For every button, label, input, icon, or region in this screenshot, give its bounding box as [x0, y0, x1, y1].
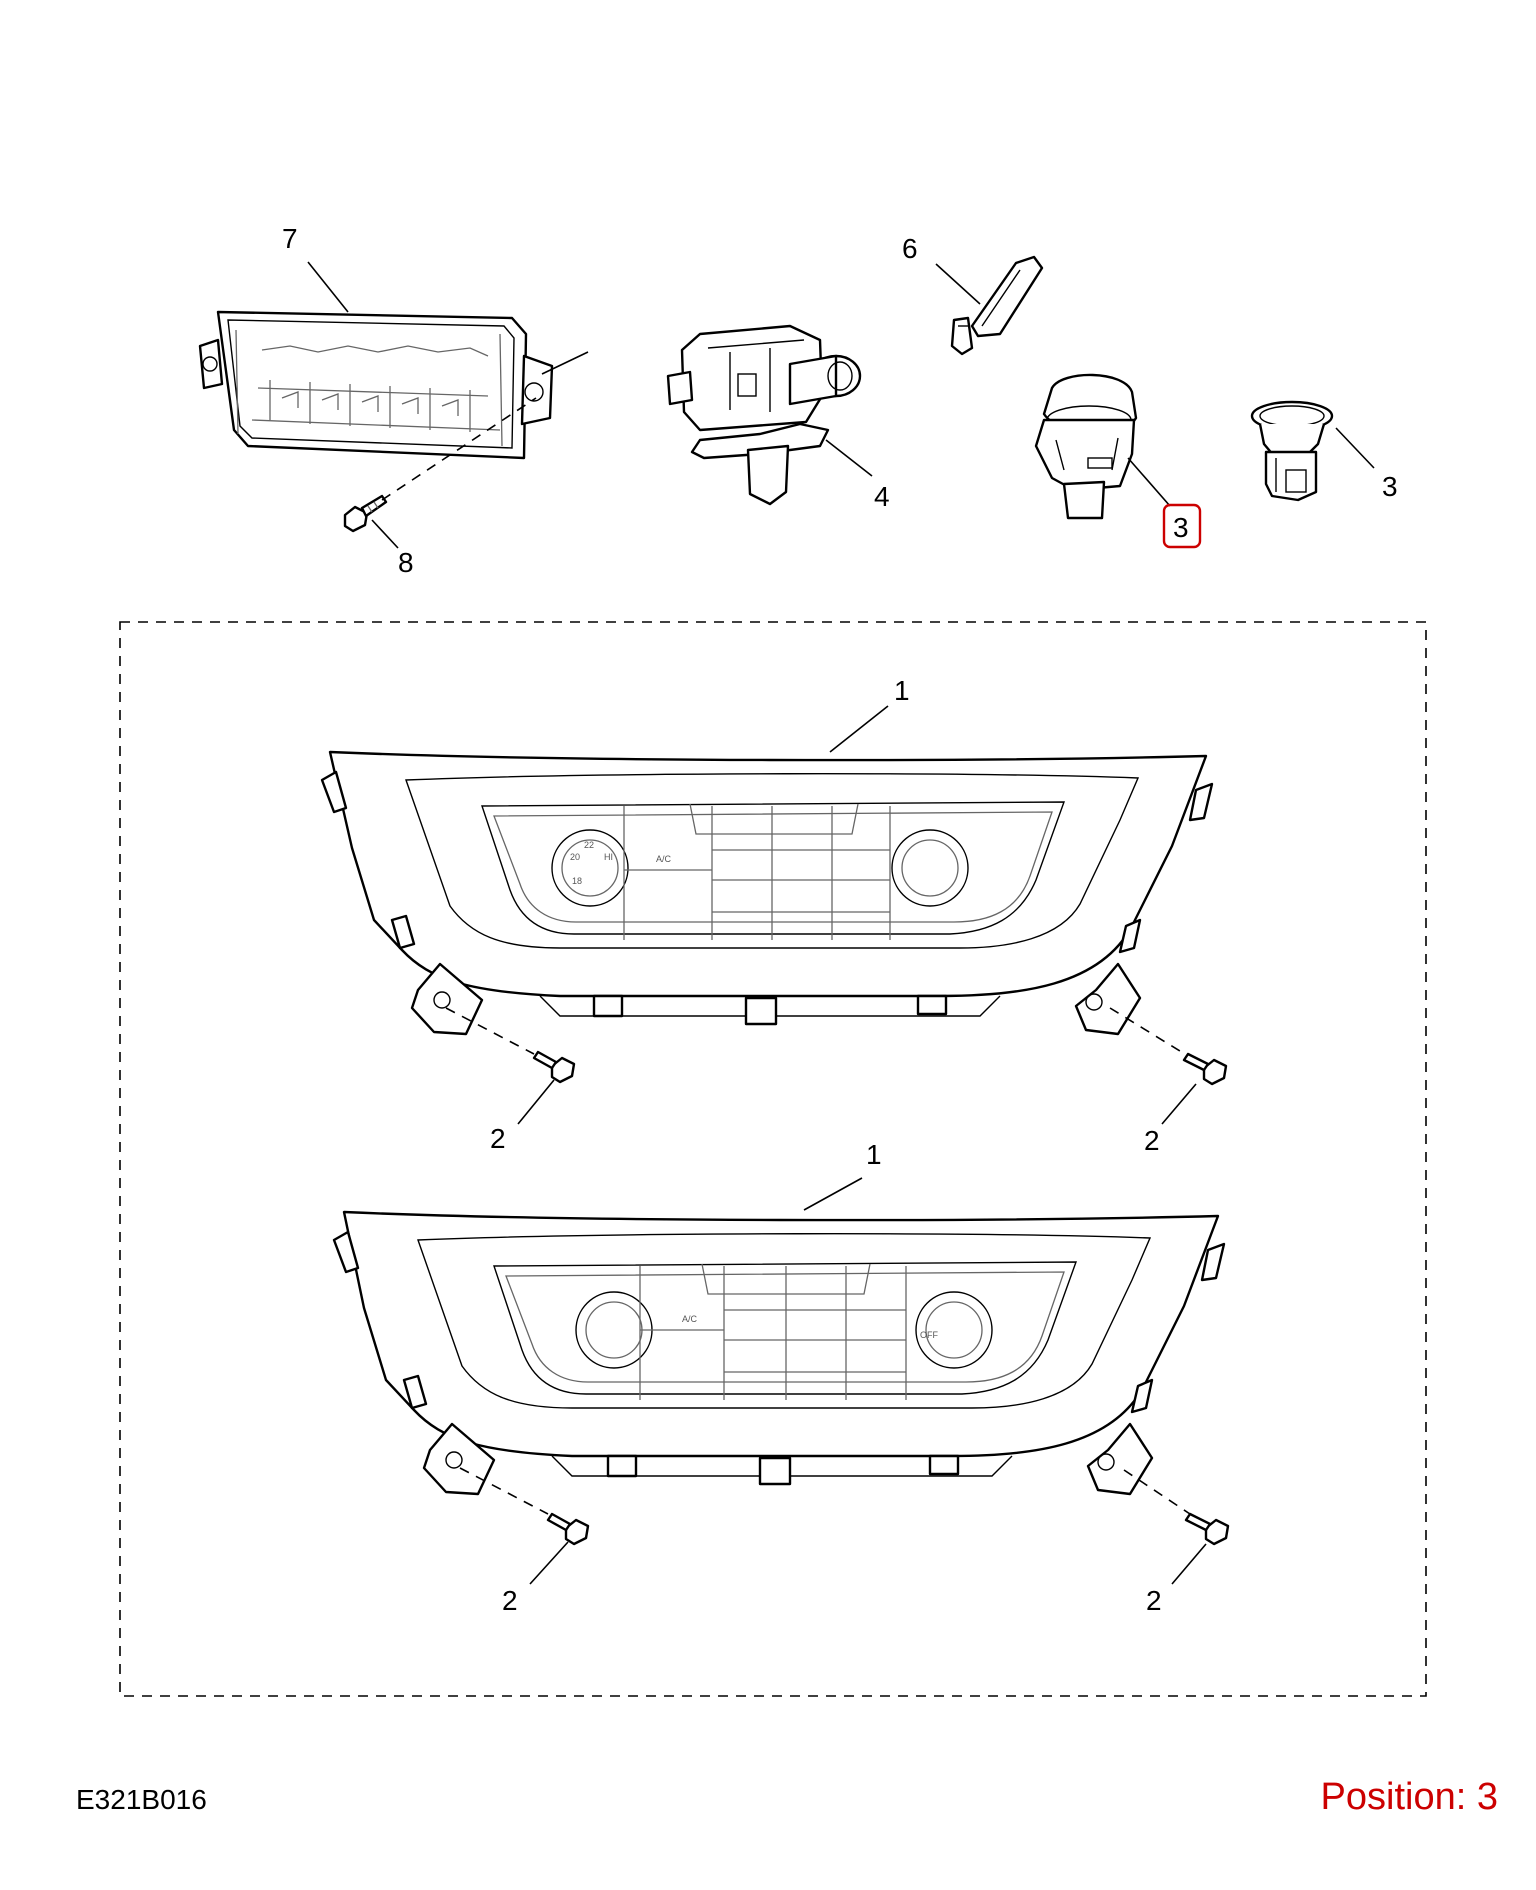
part-4-sensor[interactable]: [666, 324, 862, 506]
callout-6: 6: [902, 233, 918, 264]
callout-1-bottom: 1: [866, 1139, 882, 1170]
callout-7: 7: [282, 223, 298, 254]
dial-22-label: 22: [584, 840, 594, 850]
part-2-screw-top-left[interactable]: [532, 1050, 576, 1084]
callout-2-top-left: 2: [490, 1123, 506, 1154]
callout-8: 8: [398, 547, 414, 578]
callout-1-top: 1: [894, 675, 910, 706]
part-2-screw-bottom-left[interactable]: [546, 1512, 590, 1546]
part-1-control-panel-top[interactable]: A/C 22 20 18 HI: [320, 750, 1214, 1036]
part-1-control-panel-bottom[interactable]: A/C OFF: [332, 1210, 1226, 1496]
part-3-knob[interactable]: [1034, 373, 1138, 520]
part-2-screw-top-right[interactable]: [1182, 1052, 1228, 1086]
leader-lines: [307, 261, 1375, 1585]
callout-3: 3: [1382, 471, 1398, 502]
part-2-fitting-lines: [445, 1007, 1191, 1515]
callout-3-highlighted[interactable]: 3: [1173, 512, 1189, 543]
ac-label-top: A/C: [656, 854, 672, 864]
reference-code: E321B016: [76, 1784, 207, 1815]
part-7-extension-line: [541, 351, 589, 375]
part-7-connector-housing[interactable]: [198, 310, 554, 460]
dial-hi-label: HI: [604, 852, 613, 862]
part-8-screw[interactable]: [343, 494, 388, 533]
position-indicator: Position: 3: [1320, 1776, 1498, 1818]
callout-2-bottom-right: 2: [1146, 1585, 1162, 1616]
assembly-boundary: [119, 621, 1427, 1697]
highlight-box: [1162, 503, 1202, 549]
part-3-sleeve[interactable]: [1250, 400, 1334, 502]
part-2-screw-bottom-right[interactable]: [1184, 1512, 1230, 1546]
part-6-bracket[interactable]: [950, 255, 1044, 356]
callout-2-top-right: 2: [1144, 1125, 1160, 1156]
ac-label-bottom: A/C: [682, 1314, 698, 1324]
dial-20-label: 20: [570, 852, 580, 862]
dial-18-label: 18: [572, 876, 582, 886]
callout-4: 4: [874, 481, 890, 512]
callout-2-bottom-left: 2: [502, 1585, 518, 1616]
part-8-fitting-line: [381, 397, 537, 501]
off-label: OFF: [920, 1330, 938, 1340]
